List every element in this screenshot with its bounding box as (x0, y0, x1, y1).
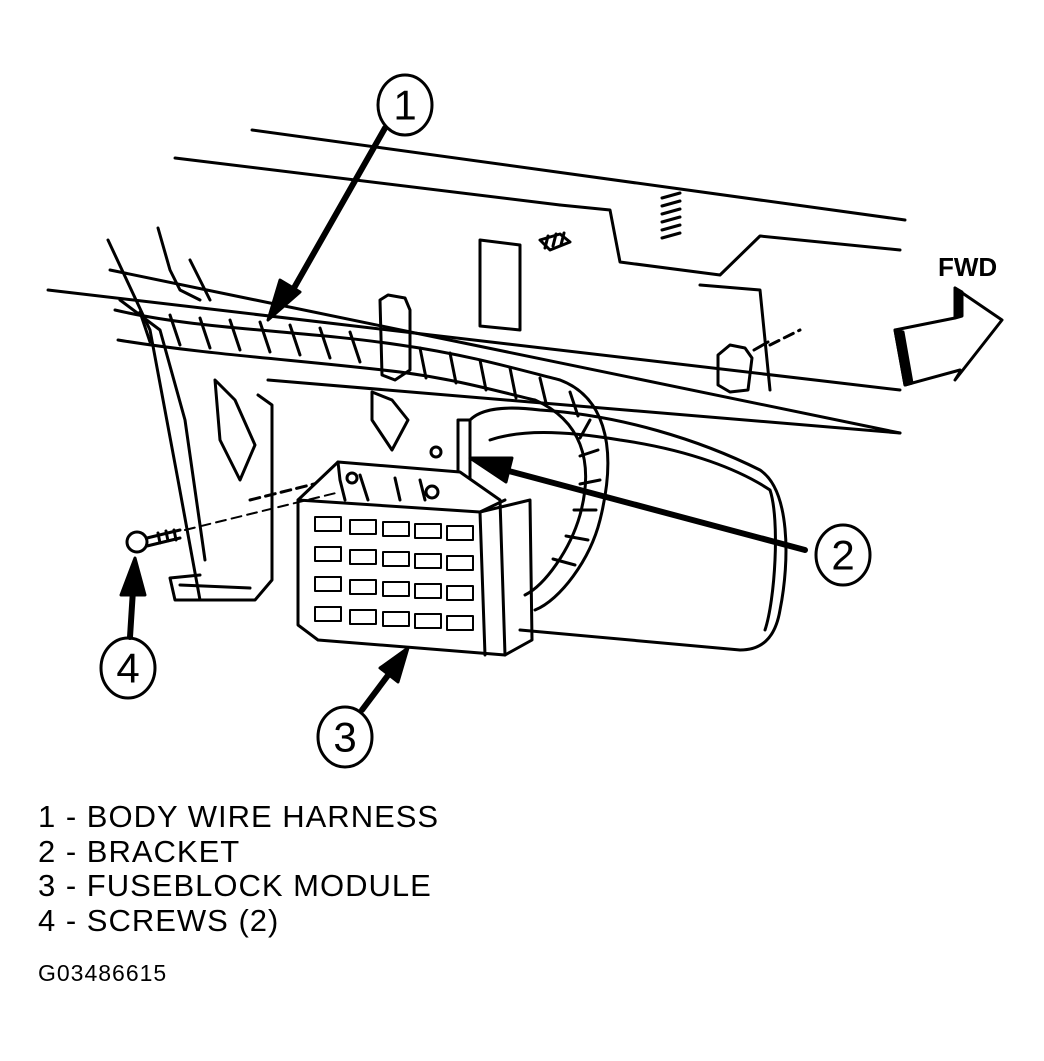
body-wire-harness (113, 308, 788, 652)
figure-code: G03486615 (38, 960, 168, 986)
callout-2: 2 (468, 456, 872, 587)
callout-4: 4 (99, 556, 157, 700)
legend-item-bracket: 2 - BRACKET (38, 833, 241, 869)
fwd-arrow-icon (893, 286, 1004, 387)
legend-item-fuseblock-module: 3 - FUSEBLOCK MODULE (38, 868, 432, 903)
fuseblock-mounting-diagram: FWD 1 2 3 4 (46, 73, 1004, 769)
legend-item-screws: 4 - SCREWS (2) (38, 902, 280, 938)
fwd-label: FWD (938, 252, 997, 282)
callout-3-number: 3 (333, 714, 356, 761)
callout-3: 3 (316, 646, 410, 769)
callout-1-number: 1 (393, 82, 416, 129)
fuse-grid (314, 516, 474, 631)
body-panel (46, 128, 907, 602)
legend: 1 - BODY WIRE HARNESS 2 - BRACKET 3 - FU… (38, 799, 440, 938)
callout-4-number: 4 (116, 645, 139, 692)
callout-1: 1 (266, 73, 434, 322)
fuseblock-module (296, 460, 534, 657)
screw (125, 491, 341, 554)
legend-item-body-wire-harness: 1 - BODY WIRE HARNESS (38, 799, 440, 834)
callout-2-number: 2 (831, 532, 854, 579)
